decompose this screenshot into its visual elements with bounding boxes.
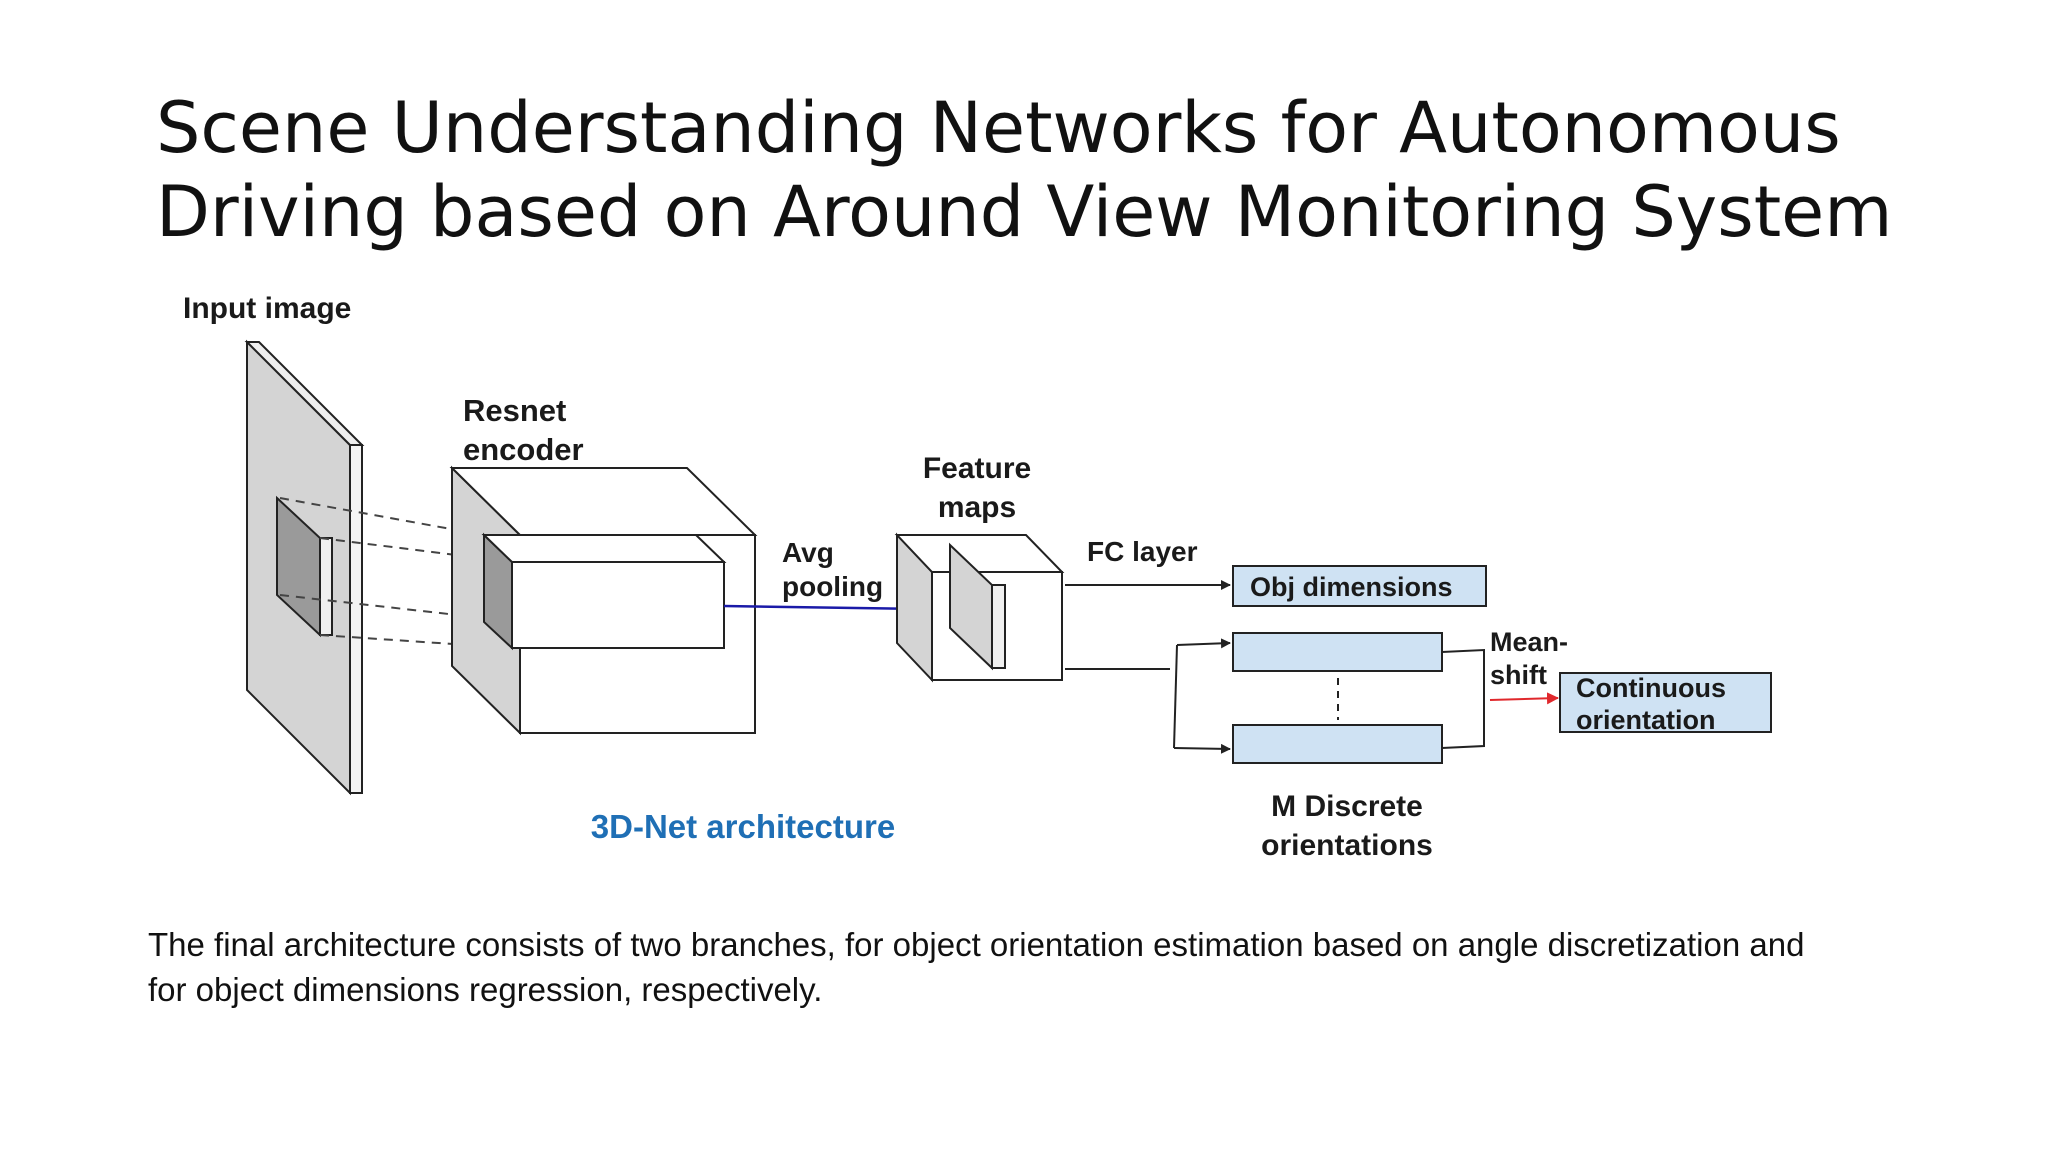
feature-maps-cube [894,532,1065,683]
discrete-orientations-label: orientations [1261,829,1433,862]
meanshift-bracket [1441,648,1485,749]
discrete-orientation-box [1232,632,1443,672]
avg-pooling-label: Avg [782,537,834,568]
slide-title-line-2: Driving based on Around View Monitoring … [156,171,1893,253]
projection-line [279,594,485,619]
input-image-label: Input image [183,292,351,325]
input-plane-edge [349,444,363,794]
diagram-caption: 3D-Net architecture [591,808,895,845]
input-plane-top [244,341,365,446]
slide-description: The final architecture consists of two b… [148,926,1805,1008]
feature-maps-label: maps [938,491,1016,524]
meanshift-connector [1441,648,1485,749]
obj-dimensions-label: Obj dimensions [1250,572,1453,602]
fc-layer-label: FC layer [1087,536,1198,567]
continuous-orientation-box [1559,672,1772,733]
continuous-orientation-label: Continuous [1576,673,1726,703]
resnet-encoder-label: encoder [463,432,584,467]
resnet-encoder-cube [449,465,758,736]
branch-arrow-top [1176,638,1231,649]
resnet-slab-top [481,534,727,563]
avg-pooling-label: pooling [782,571,883,602]
branch-bracket [1173,644,1178,749]
orientation-branch-lines [1065,638,1231,754]
meanshift-arrow [1489,692,1559,705]
meanshift-label: shift [1490,660,1547,690]
feature-slab-edge [991,584,1006,669]
continuous-orientation-label: orientation [1576,705,1716,735]
slide-title-line-1: Scene Understanding Networks for Autonom… [156,87,1841,169]
meanshift-label: Mean- [1490,627,1568,657]
branch-arrow-bottom [1173,743,1231,754]
discrete-orientations-label: M Discrete [1271,790,1423,823]
avg-pooling-arrow [723,602,925,615]
input-patch-edge [319,537,333,636]
input-image-plane [244,339,365,796]
feature-maps-label: Feature [923,452,1031,485]
discrete-orientation-box [1232,724,1443,764]
slide-title: Scene Understanding Networks for Autonom… [156,86,1956,254]
obj-dimensions-box [1232,565,1487,607]
resnet-slab-front [511,561,725,649]
projection-line [279,497,485,536]
resnet-encoder-label: Resnet [463,393,566,428]
